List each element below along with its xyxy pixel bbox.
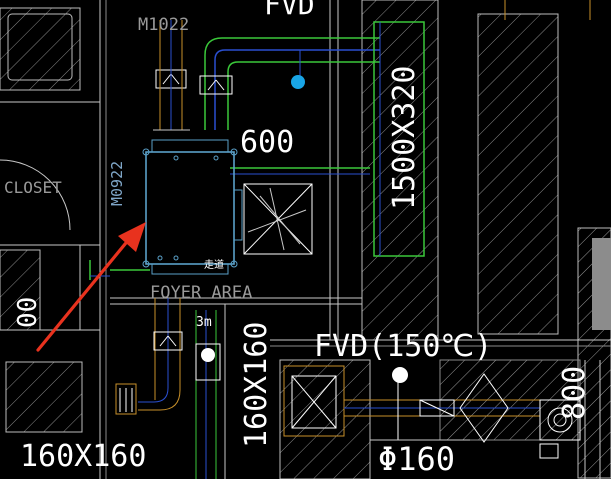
supply-duct (153, 20, 380, 131)
duct-label-fvd-150: FVD(150℃) (314, 329, 492, 364)
duct-1500x320 (89, 21, 425, 280)
duct-marker-dot (291, 75, 305, 89)
duct-label-800: 800 (557, 366, 592, 420)
device-note: 走道 (204, 258, 224, 271)
wall-bottom-left (5, 361, 83, 433)
door-swing-closet (0, 159, 71, 231)
room-label-foyer: FOYER AREA (150, 283, 252, 303)
labels-layer: M1022 M0922 CLOSET FOYER AREA FVD 600 15… (4, 0, 592, 478)
duct-label-fvd-top: FVD (264, 0, 315, 21)
exhaust-fan-symbol (243, 183, 313, 255)
air-handling-unit: 走道 (142, 139, 243, 275)
duct-label-160x160-vertical: 160X160 (239, 322, 274, 448)
column-right-2 (477, 13, 559, 335)
level-label-3m: 3m (196, 315, 212, 330)
dimension-stack-left: 00 (13, 297, 43, 328)
lower-duct (115, 298, 221, 479)
door-tag-left: M0922 (108, 161, 126, 206)
duct-label-dia-160: Φ160 (378, 440, 455, 478)
duct-label-600: 600 (240, 125, 294, 160)
annotation-arrow (36, 222, 146, 352)
duct-label-1500x320: 1500X320 (387, 66, 422, 211)
wall-top-left (0, 7, 81, 91)
duct-label-160x160-left: 160X160 (20, 439, 146, 474)
room-label-closet: CLOSET (4, 178, 62, 197)
door-tag-top: M1022 (138, 15, 189, 35)
fvd-branch (283, 360, 601, 479)
